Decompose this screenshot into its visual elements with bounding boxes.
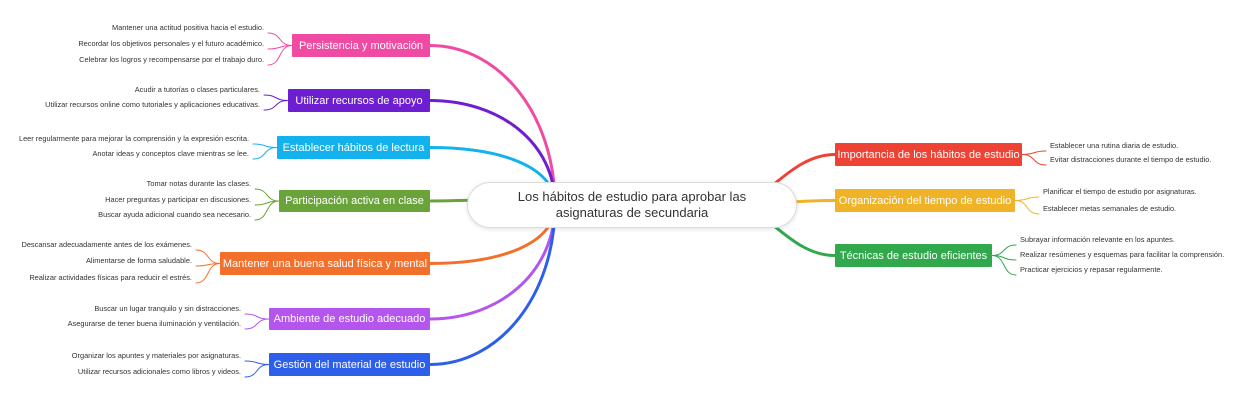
subtopic-connector: [991, 255, 1017, 276]
subtopic-salud-1[interactable]: Descansar adecuadamente antes de los exá…: [21, 240, 192, 249]
branch-topic-importancia[interactable]: Importancia de los hábitos de estudio: [835, 143, 1022, 166]
central-topic[interactable]: Los hábitos de estudio para aprobar las …: [467, 182, 797, 228]
subtopic-connector: [263, 100, 289, 111]
subtopic-connector: [244, 318, 270, 330]
subtopic-connector: [1014, 196, 1040, 201]
subtopic-lectura-1[interactable]: Leer regularmente para mejorar la compre…: [18, 134, 249, 143]
subtopic-persistencia-3[interactable]: Celebrar los logros y recompensarse por …: [79, 55, 264, 64]
branch-topic-persistencia[interactable]: Persistencia y motivación: [292, 34, 430, 57]
subtopic-connector: [252, 143, 278, 148]
subtopic-connector: [1021, 154, 1047, 166]
subtopic-tecnicas-2[interactable]: Realizar resúmenes y esquemas para facil…: [1020, 250, 1225, 259]
branch-topic-ambiente[interactable]: Ambiente de estudio adecuado: [269, 308, 430, 330]
subtopic-ambiente-2[interactable]: Asegurarse de tener buena iluminación y …: [67, 319, 241, 328]
subtopic-participacion-2[interactable]: Hacer preguntas y participar en discusio…: [105, 195, 251, 204]
subtopic-recursos-1[interactable]: Acudir a tutorías o clases particulares.: [134, 85, 260, 94]
subtopic-connector: [267, 32, 293, 46]
subtopic-organizacion-1[interactable]: Planificar el tiempo de estudio por asig…: [1043, 187, 1197, 196]
subtopic-connector: [244, 313, 270, 320]
subtopic-connector: [254, 188, 280, 202]
branch-connector: [428, 44, 557, 207]
subtopic-connector: [195, 249, 221, 264]
subtopic-material-1[interactable]: Organizar los apuntes y materiales por a…: [71, 351, 241, 360]
subtopic-connector: [1021, 150, 1047, 155]
branch-connector: [428, 203, 557, 366]
subtopic-persistencia-2[interactable]: Recordar los objetivos personales y el f…: [78, 39, 264, 48]
branch-topic-recursos[interactable]: Utilizar recursos de apoyo: [288, 89, 430, 112]
branch-topic-salud[interactable]: Mantener una buena salud física y mental: [220, 252, 430, 275]
branch-topic-material[interactable]: Gestión del material de estudio: [269, 353, 430, 376]
subtopic-lectura-2[interactable]: Anotar ideas y conceptos clave mientras …: [92, 149, 249, 158]
subtopic-connector: [1014, 200, 1040, 215]
subtopic-connector: [263, 94, 289, 101]
subtopic-tecnicas-1[interactable]: Subrayar información relevante en los ap…: [1020, 235, 1175, 244]
subtopic-connector: [991, 244, 1017, 256]
subtopic-organizacion-2[interactable]: Establecer metas semanales de estudio.: [1043, 204, 1177, 213]
subtopic-ambiente-1[interactable]: Buscar un lugar tranquilo y sin distracc…: [94, 304, 241, 313]
subtopic-recursos-2[interactable]: Utilizar recursos online como tutoriales…: [45, 100, 260, 109]
subtopic-salud-2[interactable]: Alimentarse de forma saludable.: [86, 256, 192, 265]
subtopic-salud-3[interactable]: Realizar actividades físicas para reduci…: [29, 273, 192, 282]
branch-topic-participacion[interactable]: Participación activa en clase: [279, 190, 430, 212]
subtopic-material-2[interactable]: Utilizar recursos adicionales como libro…: [77, 367, 241, 376]
subtopic-connector: [195, 263, 221, 284]
subtopic-importancia-2[interactable]: Evitar distracciones durante el tiempo d…: [1050, 155, 1212, 164]
subtopic-participacion-1[interactable]: Tomar notas durante las clases.: [146, 179, 251, 188]
branch-topic-lectura[interactable]: Establecer hábitos de lectura: [277, 136, 430, 159]
subtopic-importancia-1[interactable]: Establecer una rutina diaria de estudio.: [1050, 141, 1179, 150]
subtopic-connector: [252, 147, 278, 160]
branch-topic-tecnicas[interactable]: Técnicas de estudio eficientes: [835, 244, 992, 267]
subtopic-tecnicas-3[interactable]: Practicar ejercicios y repasar regularme…: [1020, 265, 1163, 274]
subtopic-connector: [267, 45, 293, 66]
subtopic-participacion-3[interactable]: Buscar ayuda adicional cuando sea necesa…: [98, 210, 251, 219]
branch-topic-organizacion[interactable]: Organización del tiempo de estudio: [835, 189, 1015, 212]
subtopic-connector: [244, 360, 270, 365]
subtopic-persistencia-1[interactable]: Mantener una actitud positiva hacia el e…: [111, 23, 264, 32]
subtopic-connector: [254, 200, 280, 221]
subtopic-connector: [244, 364, 270, 378]
